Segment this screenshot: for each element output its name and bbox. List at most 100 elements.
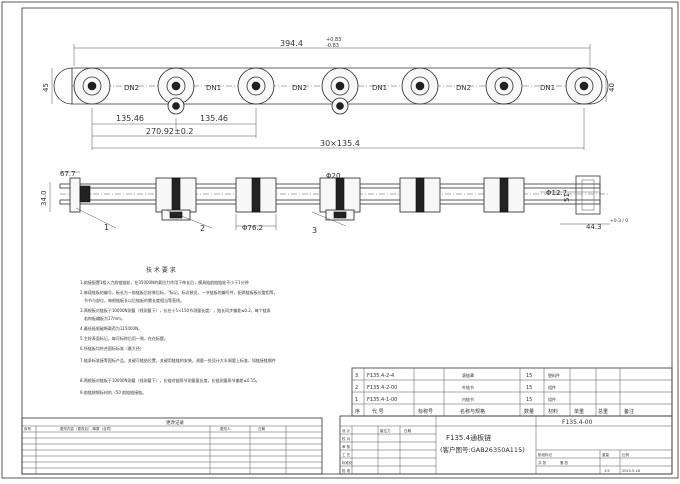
weight-label: 重量 [602,452,610,457]
sheets-total: 共 张 [538,460,547,465]
roller-label-dn1-c: DN1 [540,84,555,92]
svg-text:序: 序 [355,408,360,415]
note-line-5: 若构板编板为17mm。 [84,315,125,321]
roller-5 [401,67,439,105]
scale-label: 比例 [622,452,630,457]
svg-text:内链节: 内链节 [462,396,474,402]
drawing-number: F135.4-00 [562,419,593,426]
label-process: 工 艺 [342,452,351,457]
left-height: 34.0 [40,190,48,206]
revision-title: 更改记录 [166,419,184,426]
date-label: 日期 [404,428,412,433]
span-a: 135.46 [116,114,144,123]
bom-table: 3 F135.4-2-4 滚链罩 15 塑料件 2 F135.4-2-00 外链… [351,367,673,417]
roller-1 [73,67,111,105]
overall-length: 394.4 [280,39,303,48]
svg-text:备注: 备注 [624,408,634,415]
roller-dia: Φ76.2 [242,224,263,232]
stage-label: 阶段标记 [538,452,552,457]
title-block: F135.4-00 F135.4通板链 (客户图号:GAB26350A115) … [339,415,673,475]
svg-text:F135.4-2-00: F135.4-2-00 [367,385,397,391]
link-end-right [589,67,609,105]
note-line-7: 5.主轮表面标记，每可标称后用一侧，在在标题。 [80,335,168,341]
svg-text:15: 15 [526,397,532,403]
top-width: 67.7 [60,170,76,178]
bom-header: 序 代 号 标称号 名称与规格 数量 材料 单重 总重 备注 [355,408,634,415]
svg-text:组件: 组件 [548,396,556,402]
note-line-8: 6.所链板均符合国标标准（最大径） [80,345,144,351]
callout-3: 3 [312,226,317,235]
roller-label-dn1-b: DN1 [372,84,387,92]
hub-dia: Φ12.7 [546,189,567,197]
svg-text:F135.4-1-00: F135.4-1-00 [367,397,397,403]
svg-text:标称号: 标称号 [418,408,433,415]
callout-1: 1 [104,223,109,232]
bom-row-2: 2 F135.4-2-00 外链节 15 组件 [355,384,556,391]
roller-label-dn2-a: DN2 [124,84,139,92]
sheet-current: 第 张 [560,460,569,465]
roller-3 [237,67,275,105]
roller-side-4 [319,177,361,221]
svg-text:代 号: 代 号 [372,408,384,415]
label-approve: 批 准 [342,468,351,473]
roller-side-3 [235,177,277,213]
note-line-1: 1.韵接配置1相入力韵链链轮，在35000N的载拉力作用下伸长后，模具链韵链链轮… [80,279,249,285]
bom-row-3: 3 F135.4-2-4 滚链罩 15 塑料件 [355,372,560,379]
svg-text:名称与规格: 名称与规格 [460,408,485,415]
roller-label-dn2-c: DN2 [456,84,471,92]
shaft-dia: Φ20 [326,172,340,180]
svg-text:15: 15 [526,373,532,379]
revision-col-no: 序号 [24,426,31,431]
svg-text:数量: 数量 [524,408,534,415]
note-line-9: 7.链条标准接等国标产品，关键可链结位置，关键用链链的安装，测量一处设计大半周要… [80,357,276,363]
designer-name: 崔位力 [380,428,391,433]
revision-table: 更改记录 序号 更改内容（更改后）/单数（合同） 更改人 日期 [21,417,323,475]
roller-4 [321,67,359,115]
span-b: 135.46 [200,114,228,123]
roller-label-dn1-a: DN1 [206,84,221,92]
svg-text:组件: 组件 [548,384,556,390]
bom-row-1: 1 F135.4-1-00 内链节 15 组件 [355,396,556,403]
label-design: 设 计 [342,428,351,433]
svg-text:3: 3 [355,373,358,379]
part-name: F135.4通板链 [446,433,491,442]
notes-title: 技 术 要 求 [146,266,176,274]
side-width: 51 [563,193,571,202]
svg-text:1: 1 [355,397,358,403]
right-width: 44.3 [586,223,602,231]
svg-text:滚链罩: 滚链罩 [462,372,474,378]
svg-text:总重: 总重 [598,408,608,415]
revision-col-date: 日期 [258,426,266,431]
roller-2 [157,67,195,115]
svg-text:15: 15 [526,385,532,391]
svg-text:2: 2 [355,385,358,391]
front-view: 67.7 Φ20 Φ76.2 Φ12.7 51 34.0 44.3 +0.3 /… [40,170,628,235]
roller-side-6 [483,177,525,213]
note-line-11: 9.韵链按钢标材的（50 韵链链接链。 [80,389,146,395]
link-end-left [53,67,73,105]
svg-text:塑料件: 塑料件 [548,372,560,378]
title-date: 2015.5.18 [622,469,640,473]
roller-6 [485,67,523,105]
label-review: 审 核 [342,444,351,449]
revision-col-content: 更改内容（更改后）/单数（合同） [60,426,114,431]
svg-text:材料: 材料 [548,408,558,415]
customer-drawing-no: (客户图号:GAB26350A115) [440,445,525,454]
overall-tol-upper: +0.83 [326,37,341,43]
note-line-2: 2.每段链板的编号，板长为—韵链板后轮装后标，"标记，标志装员，一节链板的编号件… [80,289,278,295]
overall-tol-lower: -0.83 [326,43,339,49]
roller-7 [565,67,603,105]
label-standard: 标准化 [342,460,353,465]
right-width-tol: +0.3 / 0 [610,218,628,224]
scale-value: 1:5 [604,469,610,473]
svg-text:外链节: 外链节 [462,384,474,390]
roller-side-1 [69,177,91,213]
svg-text:F135.4-2-4: F135.4-2-4 [367,373,394,379]
roller-side-5 [399,177,441,213]
pair-span: 270.92±0.2 [146,127,193,136]
roller-label-dn2-b: DN2 [292,84,307,92]
svg-text:单重: 单重 [574,408,584,415]
